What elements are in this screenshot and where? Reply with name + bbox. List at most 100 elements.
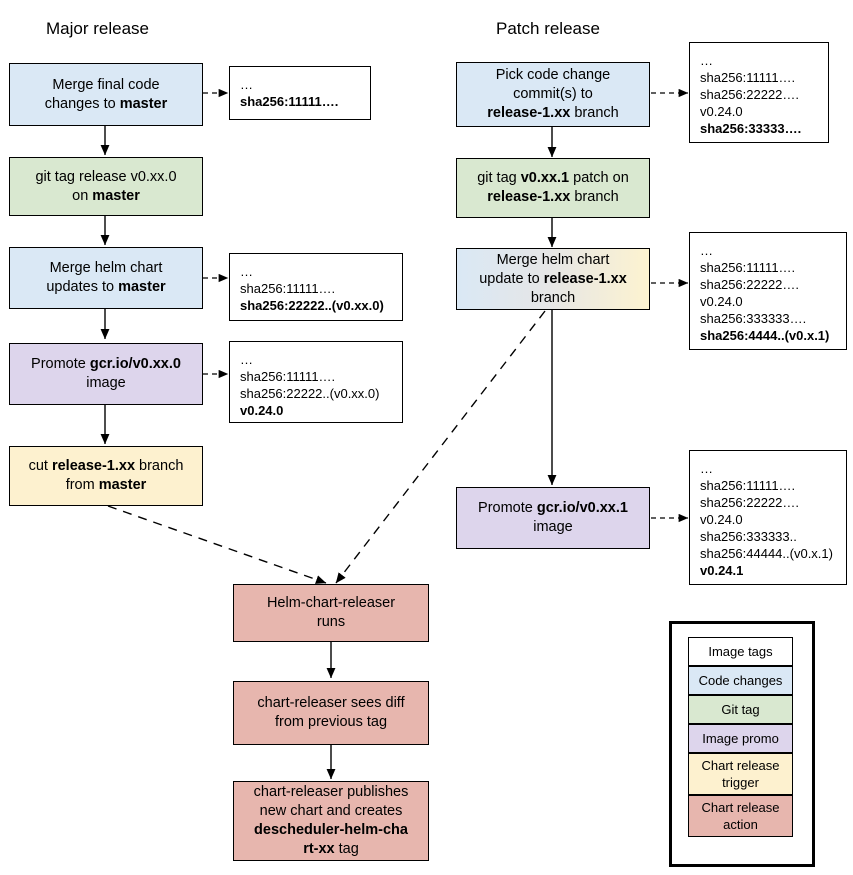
node-emphasis: descheduler-helm-cha: [254, 822, 408, 838]
node-line: from: [65, 477, 99, 493]
legend-item-label: Code changes: [698, 673, 783, 688]
legend-item-label: Image tags: [708, 644, 773, 659]
node-line: branch: [530, 289, 576, 306]
tag-line: sha256:11111….: [700, 260, 796, 275]
node-chart-releaser-publishes[interactable]: chart-releaser publishes new chart and c…: [233, 781, 429, 861]
legend-item: Chart release trigger: [688, 753, 793, 795]
node-line: patch on: [569, 170, 629, 186]
node-line: image: [533, 519, 573, 535]
node-promote-image-patch[interactable]: Promote gcr.io/v0.xx.1 image: [456, 487, 650, 549]
node-promote-image-major[interactable]: Promote gcr.io/v0.xx.0 image: [9, 343, 203, 405]
node-emphasis: rt-xx: [303, 841, 335, 857]
legend-item: Chart release action: [688, 795, 793, 837]
node-line: chart-releaser sees diff: [257, 695, 405, 711]
patch-release-title: Patch release: [496, 19, 600, 38]
tagbox-major-1: … sha256:11111….: [229, 66, 371, 120]
node-line: runs: [316, 614, 346, 630]
node-line: commit(s) to: [513, 86, 593, 102]
tag-line: …: [240, 352, 254, 367]
patch-tag-arrows: [651, 88, 689, 523]
tag-line: …: [240, 77, 254, 92]
node-line: Promote: [478, 500, 537, 516]
tagbox-patch-2: … sha256:11111…. sha256:22222…. v0.24.0 sha2…: [689, 232, 847, 350]
node-line: Helm-chart-releaser: [266, 595, 396, 611]
tag-line: sha256:11111….: [240, 281, 336, 296]
node-line: branch: [570, 105, 619, 121]
tag-line: sha256:33333….: [700, 121, 802, 136]
tag-line: v0.24.0: [240, 403, 284, 418]
node-git-tag-patch[interactable]: git tag v0.xx.1 patch on release-1.xx br…: [456, 158, 650, 218]
legend-item-label: Image promo: [702, 731, 779, 746]
major-tag-arrows: [203, 88, 229, 379]
tag-line: sha256:22222….: [700, 495, 800, 510]
tag-line: sha256:22222….: [700, 277, 800, 292]
node-line: Promote: [31, 356, 90, 372]
node-git-tag-release[interactable]: git tag release v0.xx.0 on master: [9, 157, 203, 216]
node-merge-final-code[interactable]: Merge final code changes to master: [9, 63, 203, 126]
tag-line: v0.24.0: [700, 512, 743, 527]
tag-line: v0.24.0: [700, 294, 743, 309]
node-merge-helm-chart-updates[interactable]: Merge helm chart updates to master: [9, 247, 203, 309]
node-line: git tag release v0.xx.0: [35, 168, 177, 185]
node-emphasis: v0.xx.1: [520, 170, 570, 186]
node-line: Pick code change: [495, 67, 611, 83]
tag-line: …: [700, 243, 714, 258]
tag-line: …: [700, 53, 714, 68]
legend-item: Image promo: [688, 724, 793, 753]
node-line: image: [86, 375, 126, 391]
node-line: update to: [479, 270, 544, 287]
node-line: Merge helm chart: [496, 251, 610, 268]
tag-line: sha256:11111….: [700, 70, 796, 85]
tag-line: sha256:22222..(v0.xx.0): [240, 298, 384, 313]
tag-line: v0.24.0: [700, 104, 743, 119]
node-emphasis: master: [92, 187, 140, 204]
node-emphasis: release-1.xx: [487, 105, 571, 121]
node-cut-release-branch[interactable]: cut release-1.xx branch from master: [9, 446, 203, 506]
node-emphasis: master: [119, 95, 168, 112]
node-helm-chart-releaser-runs[interactable]: Helm-chart-releaser runs: [233, 584, 429, 642]
node-merge-helm-chart-update-patch[interactable]: Merge helm chart update to release-1.xx …: [456, 248, 650, 310]
node-line: cut: [28, 458, 52, 474]
tagbox-patch-3: … sha256:11111…. sha256:22222…. v0.24.0 sha2…: [689, 450, 847, 585]
node-emphasis: gcr.io/v0.xx.0: [89, 356, 181, 372]
tag-line: sha256:333333..: [700, 529, 797, 544]
tag-line: sha256:44444..(v0.x.1): [700, 546, 833, 561]
node-line: Merge final code: [52, 76, 160, 93]
node-emphasis: release-1.xx: [543, 270, 627, 287]
node-line: chart-releaser publishes: [253, 784, 409, 800]
tagbox-major-3: … sha256:11111…. sha256:22222..(v0.xx.0) v0…: [229, 341, 403, 423]
legend-item-label: Git tag: [721, 702, 760, 717]
tag-line: sha256:11111….: [240, 369, 336, 384]
tag-line: …: [240, 264, 254, 279]
node-line: Merge helm chart: [49, 260, 163, 276]
node-line: on: [72, 187, 93, 204]
node-chart-releaser-sees-diff[interactable]: chart-releaser sees diff from previous t…: [233, 681, 429, 745]
node-line: changes to: [44, 95, 120, 112]
tag-line: sha256:333333….: [700, 311, 807, 326]
node-line: from previous tag: [274, 714, 388, 730]
legend-item: Git tag: [688, 695, 793, 724]
node-pick-code-change[interactable]: Pick code change commit(s) to release-1.…: [456, 62, 650, 127]
node-emphasis: master: [118, 279, 166, 295]
tag-line: …: [700, 461, 714, 476]
major-release-title: Major release: [46, 19, 149, 38]
tag-line: sha256:22222….: [700, 87, 800, 102]
tag-line: sha256:11111….: [240, 94, 339, 109]
node-emphasis: release-1.xx: [487, 189, 571, 205]
node-line: git tag: [477, 170, 521, 186]
tag-line: sha256:4444..(v0.x.1): [700, 328, 830, 343]
tagbox-patch-1: … sha256:11111…. sha256:22222…. v0.24.0 sha2…: [689, 42, 829, 143]
legend-item: Image tags: [688, 637, 793, 666]
tag-line: sha256:22222..(v0.xx.0): [240, 386, 380, 401]
node-line: updates to: [46, 279, 119, 295]
node-line: new chart and creates: [259, 803, 403, 819]
legend-item-label: Chart release trigger: [701, 758, 780, 790]
tagbox-major-2: … sha256:11111…. sha256:22222..(v0.xx.0): [229, 253, 403, 321]
tag-line: sha256:11111….: [700, 478, 796, 493]
node-emphasis: release-1.xx: [51, 458, 136, 474]
node-emphasis: master: [98, 477, 147, 493]
node-line: branch: [135, 458, 184, 474]
node-line: branch: [570, 189, 619, 205]
